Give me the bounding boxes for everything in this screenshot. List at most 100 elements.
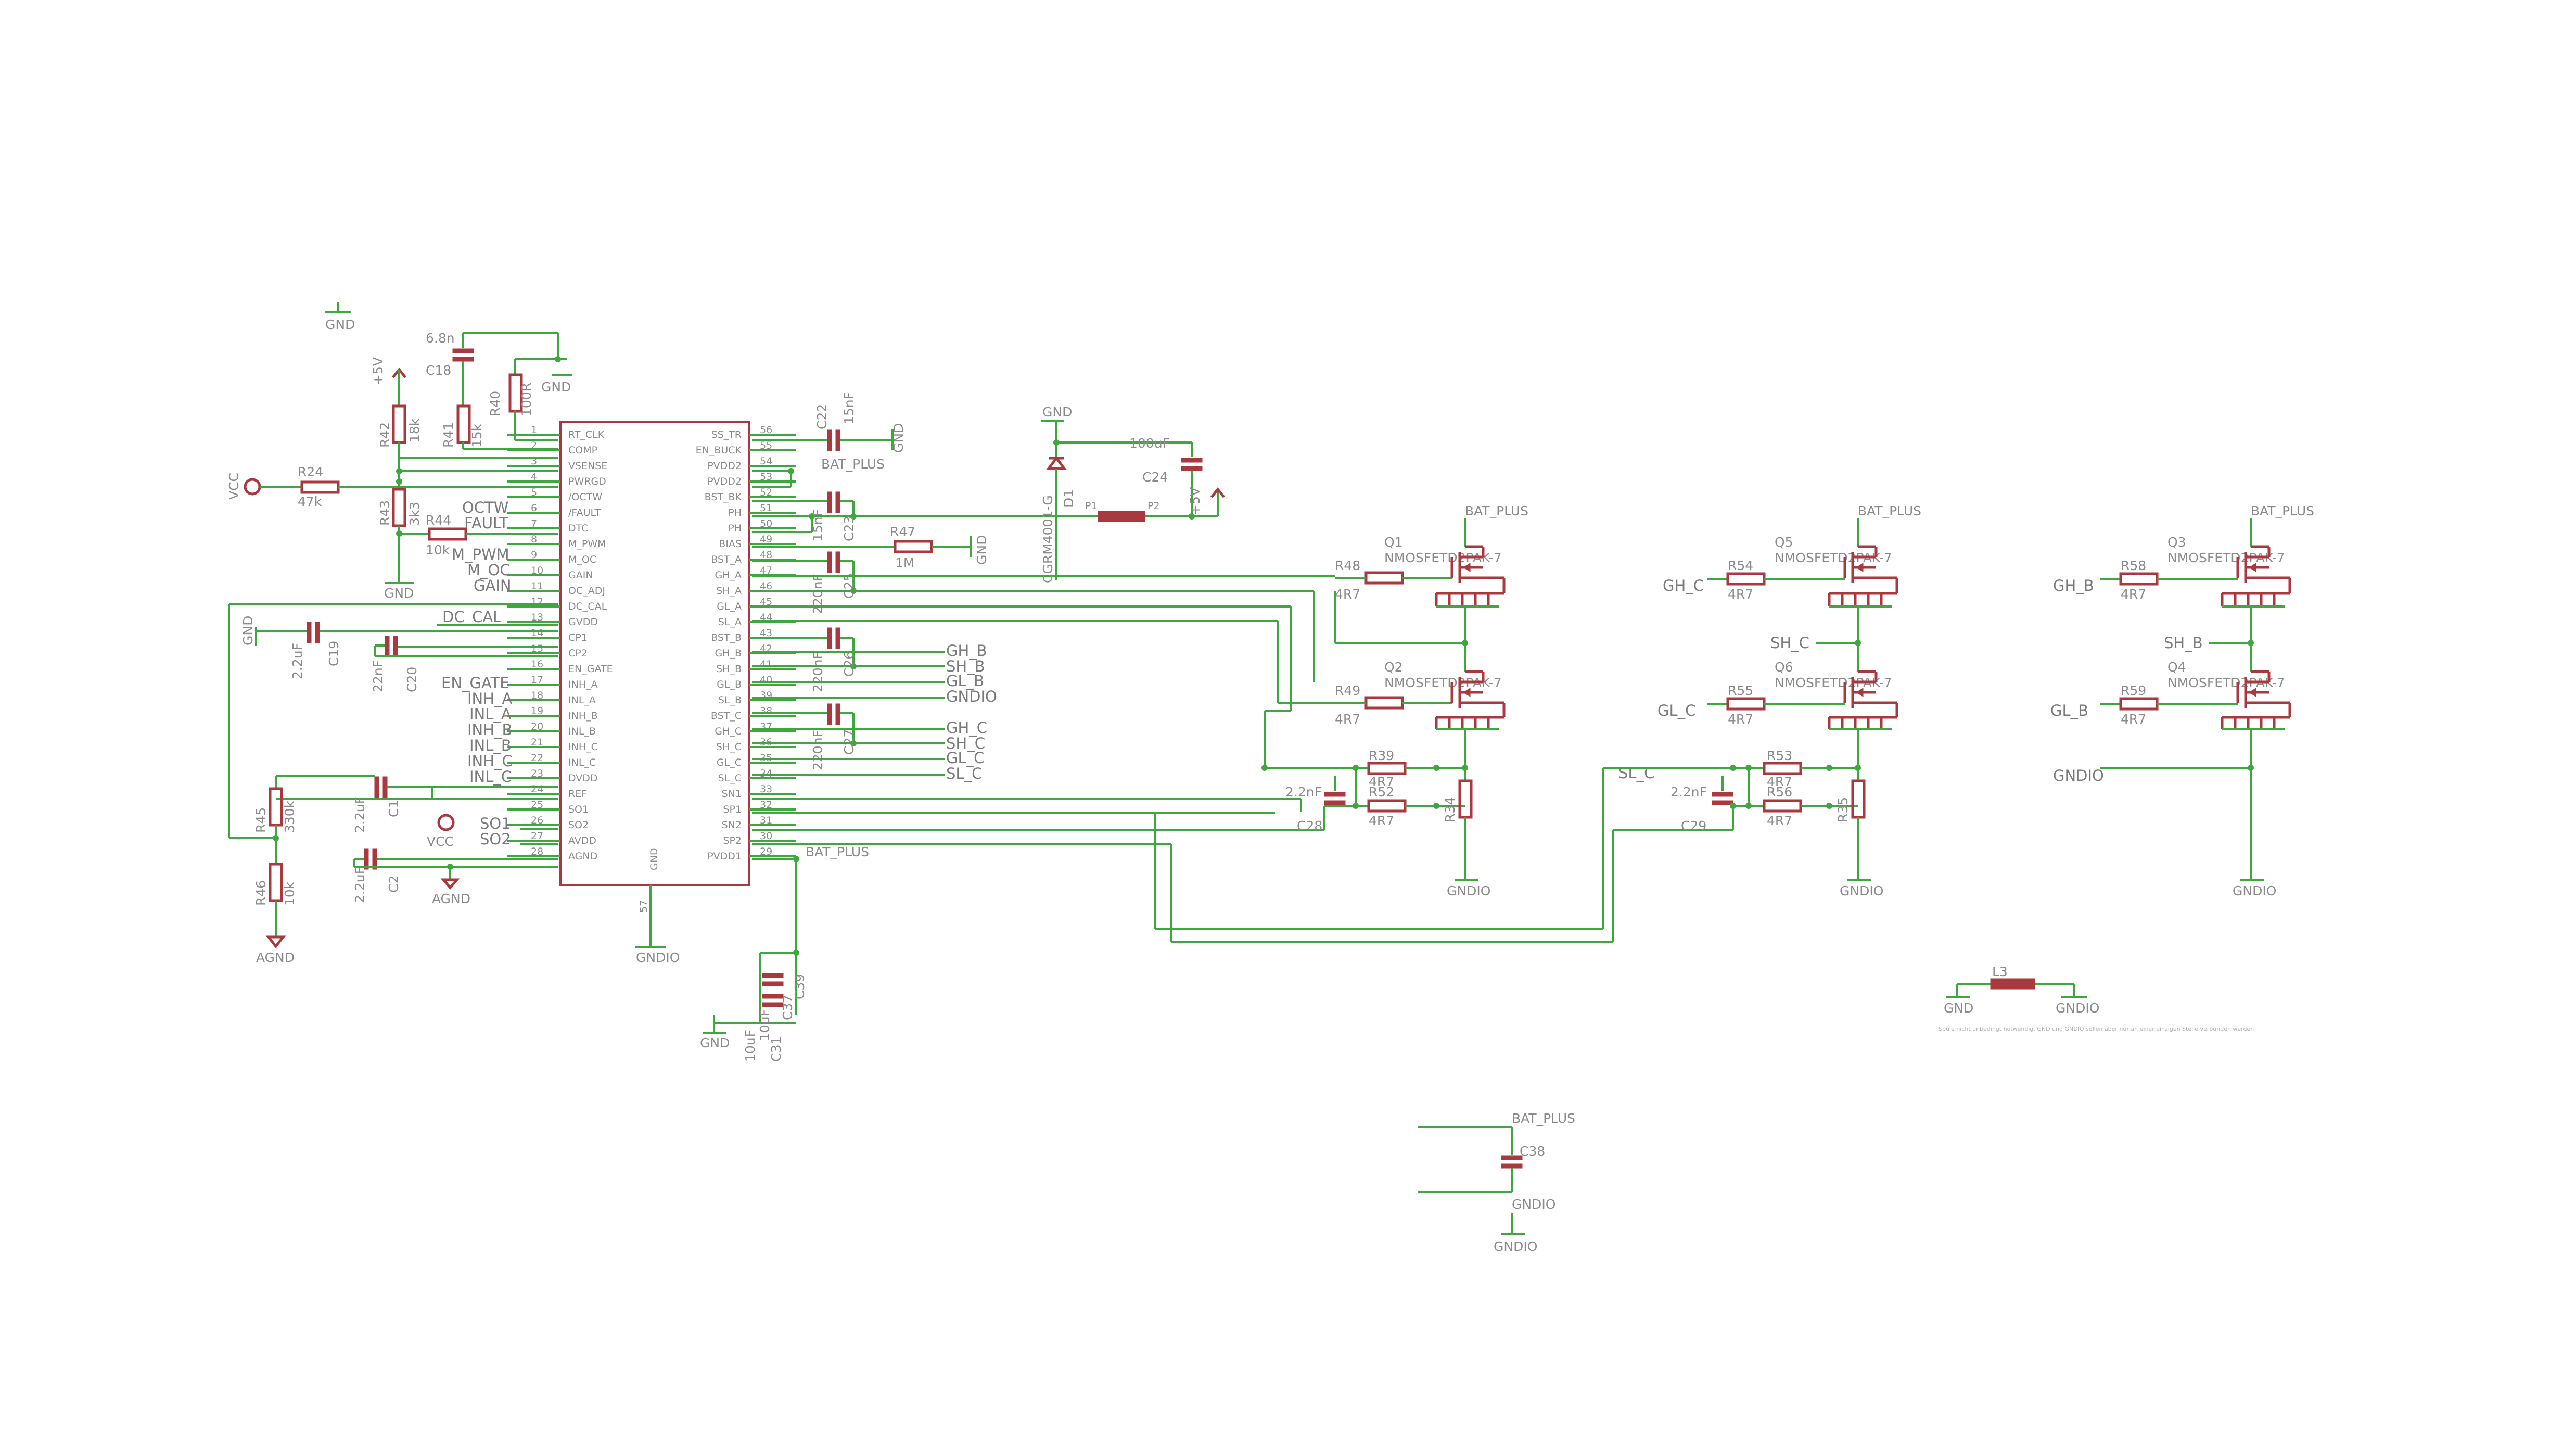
ic-right-pin-name: SP1 bbox=[723, 804, 742, 815]
label-sh-b-q3: SH_B bbox=[2164, 634, 2203, 652]
c2-name: C2 bbox=[386, 876, 401, 893]
r55-body bbox=[1726, 697, 1766, 711]
c39-name: C39 bbox=[792, 974, 807, 999]
r46-body bbox=[269, 863, 283, 902]
ic-left-pin-num: 5 bbox=[531, 487, 537, 498]
c2-plate-a bbox=[364, 848, 369, 870]
c24-name: C24 bbox=[1142, 470, 1168, 485]
label-gndio-q4: GNDIO bbox=[2053, 767, 2104, 784]
ic-right-pin-name: SS_TR bbox=[711, 429, 742, 440]
label-gndio-q6: GNDIO bbox=[1840, 883, 1883, 899]
label-5v-r42: +5V bbox=[371, 357, 386, 385]
r44-name: R44 bbox=[426, 513, 451, 528]
ic-left-pin-name: DVDD bbox=[568, 773, 598, 784]
label-octw: OCTW bbox=[462, 499, 508, 516]
ic-right-pin-num: 56 bbox=[760, 424, 772, 436]
r59-body bbox=[2119, 697, 2159, 711]
ic-left-pin-num: 14 bbox=[531, 627, 543, 639]
q3-name: Q3 bbox=[2167, 535, 2186, 550]
ic-left-pin-num: 4 bbox=[531, 471, 537, 483]
ic-right-pin-name: GH_B bbox=[715, 648, 742, 659]
ic-right-pin-num: 50 bbox=[760, 518, 772, 529]
r58-name: R58 bbox=[2121, 558, 2146, 573]
gvdd-cp-caps: DC_CAL GND 2.2uF C19 22nF C20 EN_GATE IN… bbox=[240, 608, 558, 848]
label-inh-c: INH_C bbox=[467, 752, 513, 770]
label-gnd-c22: GND bbox=[891, 423, 906, 453]
d1-name: D1 bbox=[1061, 489, 1076, 508]
label-inl-c: INL_C bbox=[469, 768, 512, 786]
ic-right-pin-name: BST_BK bbox=[705, 491, 742, 503]
label-gh-b-ic: GH_B bbox=[946, 642, 987, 660]
r45-body bbox=[269, 787, 283, 827]
r52-value: 4R7 bbox=[1369, 813, 1394, 828]
ic-right-pin-num: 39 bbox=[760, 690, 772, 701]
ic-left-pin-num: 26 bbox=[531, 815, 543, 826]
r45-value: 330k bbox=[282, 800, 297, 833]
ic-gnd-pin: GND bbox=[648, 847, 660, 870]
label-sh-c-ic: SH_C bbox=[946, 735, 985, 752]
ic-left-pin-name: CP1 bbox=[568, 632, 588, 643]
r56-value: 4R7 bbox=[1767, 813, 1792, 828]
label-bat-plus-q5: BAT_PLUS bbox=[1858, 503, 1921, 518]
r24-name: R24 bbox=[298, 464, 323, 479]
c22-name: C22 bbox=[814, 404, 830, 429]
ic-left-pin-num: 9 bbox=[531, 549, 537, 561]
ic-left-pin-num: 15 bbox=[531, 643, 543, 654]
label-sh-b-ic: SH_B bbox=[946, 657, 985, 675]
c22-value: 15nF bbox=[841, 392, 857, 424]
label-sl-c-ic: SL_C bbox=[946, 765, 982, 782]
label-gnd-d1: GND bbox=[1042, 404, 1072, 420]
ground-link: L3 GND GNDIO Spule nicht unbedingt notwe… bbox=[1939, 964, 2254, 1032]
ic-left-pin-name: M_OC bbox=[568, 554, 596, 565]
r49-value: 4R7 bbox=[1335, 712, 1360, 727]
ic-left-pin-num: 6 bbox=[531, 502, 537, 514]
label-gl-c-ic: GL_C bbox=[946, 749, 984, 767]
ic-left-pin-num: 8 bbox=[531, 534, 537, 545]
c1-plate-b bbox=[382, 776, 388, 798]
r59-value: 4R7 bbox=[2121, 712, 2146, 727]
ic-right-pin-name: PH bbox=[728, 507, 742, 518]
compensation-network: GND 6.8n C18 R40 100R GND R41 15k +5V bbox=[325, 302, 572, 487]
ic-left-pin-num: 24 bbox=[531, 783, 543, 795]
c1-plate-a bbox=[374, 776, 379, 798]
label-gndio-q4-bot: GNDIO bbox=[2233, 883, 2276, 899]
ic-left-pin-name: OC_ADJ bbox=[568, 585, 605, 597]
label-vcc-left: VCC bbox=[226, 473, 241, 500]
r47-value: 1M bbox=[895, 555, 914, 571]
ic-right-pin-num: 52 bbox=[760, 487, 772, 498]
label-m-oc: M_OC bbox=[467, 561, 511, 579]
r52-body bbox=[1367, 799, 1407, 813]
q4-mosfet bbox=[2221, 670, 2291, 729]
ic-left-pin-name: EN_GATE bbox=[568, 663, 613, 675]
ic-right-pins: 56SS_TR55EN_BUCK54PVDD253PVDD252BST_BK51… bbox=[696, 424, 796, 862]
label-gndio-c38: GNDIO bbox=[1512, 1197, 1555, 1212]
label-inl-a: INL_A bbox=[469, 705, 512, 723]
label-inh-a: INH_A bbox=[467, 690, 513, 707]
c18-value: 6.8n bbox=[426, 331, 455, 346]
c20-value: 22nF bbox=[371, 660, 386, 692]
ic-right-pin-num: 55 bbox=[760, 440, 772, 451]
ic-left-pin-name: INH_C bbox=[568, 741, 598, 753]
ic-left-pin-name: GAIN bbox=[568, 570, 593, 581]
label-gndio-q2: GNDIO bbox=[1447, 883, 1490, 899]
label-gh-b-q3: GH_B bbox=[2053, 577, 2094, 594]
label-en-gate: EN_GATE bbox=[441, 674, 509, 692]
ic-left-pin-num: 21 bbox=[531, 737, 543, 748]
l1-pin1: P1 bbox=[1085, 500, 1098, 512]
ic-right-pin-name: SL_C bbox=[718, 773, 742, 784]
label-sh-c-q5: SH_C bbox=[1770, 634, 1809, 652]
r35-name: R35 bbox=[1835, 797, 1851, 822]
ic-left-pin-num: 23 bbox=[531, 768, 543, 779]
ic-right-pin-num: 38 bbox=[760, 705, 772, 717]
q6-name: Q6 bbox=[1775, 660, 1793, 675]
ic-right-pin-name: SP2 bbox=[723, 835, 742, 846]
ic-right-pin-name: SL_B bbox=[718, 694, 742, 706]
ic-right-pin-name: PVDD2 bbox=[707, 476, 742, 487]
ic-gnd-num: 57 bbox=[638, 900, 649, 913]
r39-body bbox=[1367, 762, 1407, 775]
buck-output: GND CGRM4001-G D1 100uF C24 P1 P2 +5V bbox=[1040, 404, 1225, 583]
r49-name: R49 bbox=[1335, 683, 1360, 698]
ic-right-pin-name: GH_C bbox=[715, 726, 742, 737]
c19-plate-b bbox=[315, 622, 320, 643]
